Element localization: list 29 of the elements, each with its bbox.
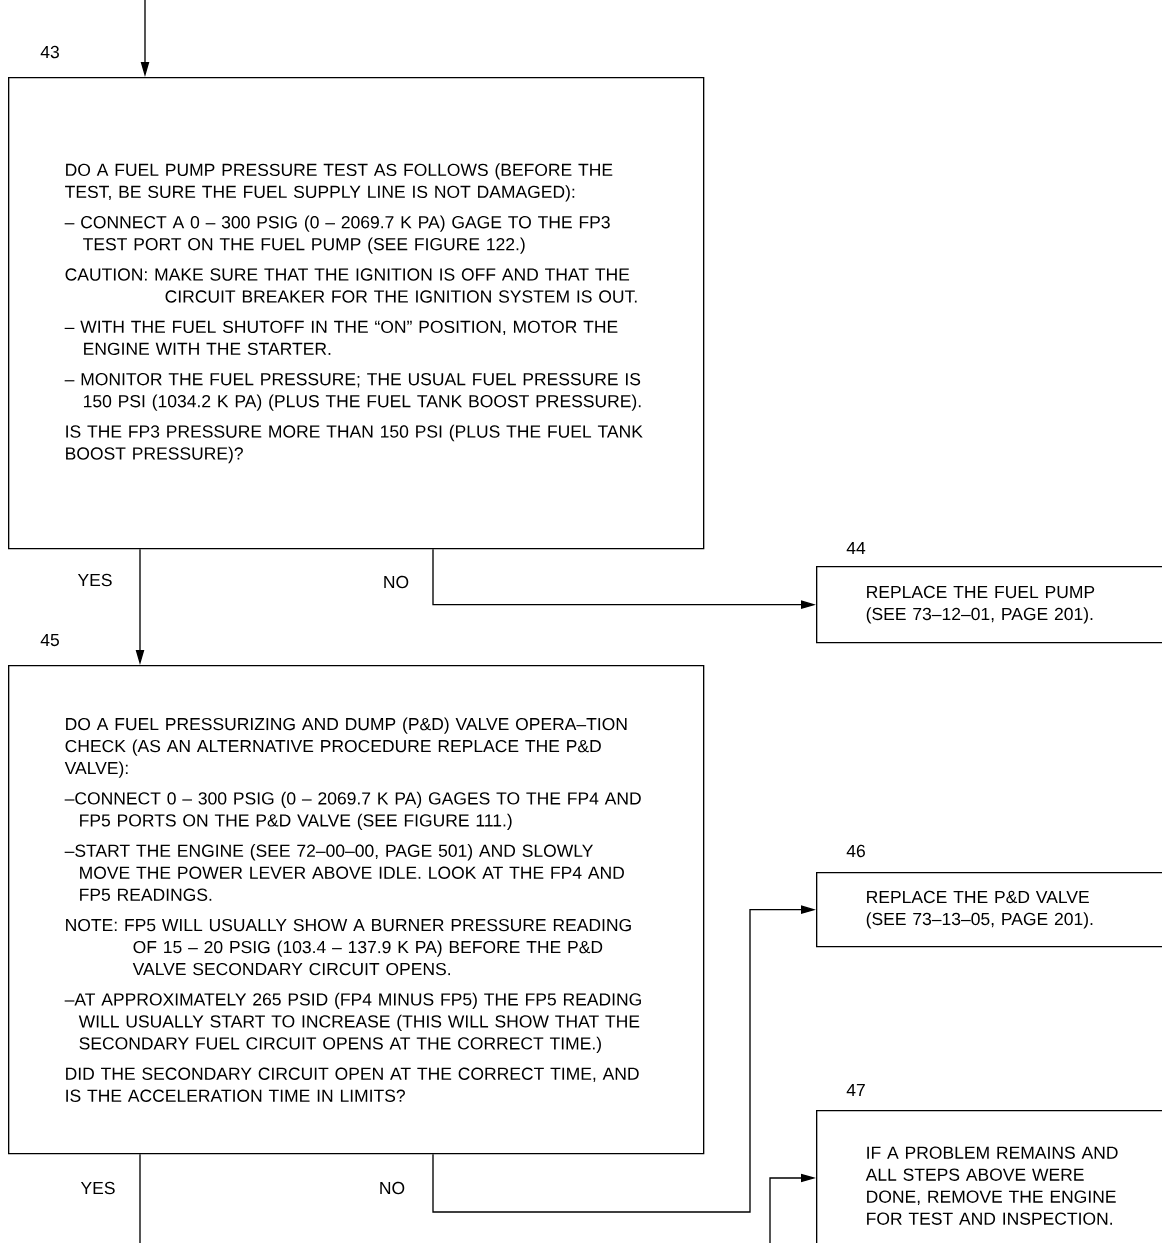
instruction-text: – WITH THE FUEL SHUTOFF IN THE “ON” POSITION, MOTOR THE ENGINE WITH THE STARTER.	[64, 320, 618, 356]
process-box	[816, 1110, 1162, 1243]
step-number: 43	[40, 45, 59, 59]
edge-label: NO	[384, 575, 409, 589]
process-box	[816, 872, 1162, 948]
process-box	[8, 665, 705, 1155]
instruction-text: – MONITOR THE FUEL PRESSURE; THE USUAL FUEL PRESSURE IS 150 PSI (1034.2 K PA) (PLUS THE FUEL TANK BOOST PRESSURE).	[64, 373, 641, 411]
process-box	[8, 77, 705, 550]
step-number: 47	[846, 1084, 865, 1097]
instruction-text: IF A PROBLEM REMAINS AND ALL STEPS ABOVE WERE DONE, REMOVE THE ENGINE FOR TEST AND INSPECTION.	[865, 1146, 1118, 1225]
instruction-text: DO A FUEL PUMP PRESSURE TEST AS FOLLOWS (BEFORE THE TEST, BE SURE THE FUEL SUPPLY LINE IS NOT DAMAGED):	[65, 163, 613, 202]
step-number: 46	[846, 844, 865, 858]
step-number: 44	[846, 542, 866, 555]
instruction-text: IS THE FP3 PRESSURE MORE THAN 150 PSI (PLUS THE FUEL TANK BOOST PRESSURE)?	[66, 424, 643, 464]
instruction-text: –CONNECT 0 – 300 PSIG (0 – 2069.7 K PA) GAGES TO THE FP4 AND FP5 PORTS ON THE P&D VALVE (SEE FIGURE 111.)	[64, 791, 641, 831]
step-number: 45	[40, 633, 59, 647]
instruction-text: DID THE SECONDARY CIRCUIT OPEN AT THE CORRECT TIME, AND IS THE ACCELERATION TIME IN LIMITS?	[66, 1067, 639, 1102]
instruction-text: REPLACE THE P&D VALVE (SEE 73–13–05, PAGE 201).	[866, 890, 1093, 929]
edge-label: YES	[80, 1181, 115, 1195]
instruction-text: REPLACE THE FUEL PUMP (SEE 73–12–01, PAGE 201).	[866, 585, 1095, 624]
instruction-text: –AT APPROXIMATELY 265 PSID (FP4 MINUS FP5) THE FP5 READING WILL USUALLY START TO INCREASE (THIS WILL SHOW THAT THE SECONDARY FUEL CIRCUIT OPENS AT THE CORRECT TIME.)	[64, 992, 641, 1054]
instruction-text: DO A FUEL PRESSURIZING AND DUMP (P&D) VALVE OPERA–TION CHECK (AS AN ALTERNATIVE PROCEDURE REPLACE THE P&D VALVE):	[64, 717, 627, 778]
instruction-text: NOTE: FP5 WILL USUALLY SHOW A BURNER PRESSURE READING OF 15 – 20 PSIG (103.4 – 137.9 K PA) BEFORE THE P&D VALVE SECONDARY CIRCUIT OPENS.	[66, 918, 631, 976]
instruction-text: –START THE ENGINE (SEE 72–00–00, PAGE 501) AND SLOWLY MOVE THE POWER LEVER ABOVE IDLE. LOOK AT THE FP4 AND FP5 READINGS.	[64, 844, 624, 901]
edge-label: NO	[380, 1181, 405, 1195]
instruction-text: CAUTION: MAKE SURE THAT THE IGNITION IS OFF AND THAT THE CIRCUIT BREAKER FOR THE IGNITION SYSTEM IS OUT.	[65, 268, 637, 303]
instruction-text: – CONNECT A 0 – 300 PSIG (0 – 2069.7 K PA) GAGE TO THE FP3 TEST PORT ON THE FUEL PUMP (SEE FIGURE 122.)	[64, 215, 610, 254]
process-box	[816, 566, 1162, 644]
edge-label: YES	[77, 573, 112, 587]
